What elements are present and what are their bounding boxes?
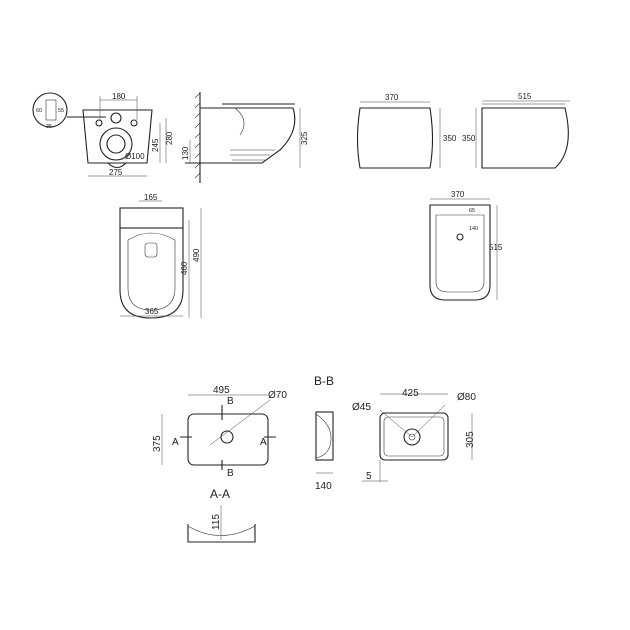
- mark-a-right: A: [260, 437, 267, 448]
- dim-365: 365: [145, 307, 159, 316]
- dim-d70: Ø70: [268, 390, 287, 401]
- dim-515: 515: [518, 92, 532, 101]
- dim-165: 165: [144, 193, 158, 202]
- inlet-circle: [110, 112, 122, 124]
- dim-370: 370: [451, 190, 465, 199]
- section-aa-title: A-A: [210, 487, 230, 501]
- dim-245: 245: [151, 138, 160, 152]
- mark-a-left: A: [172, 437, 179, 448]
- dim-305: 305: [465, 431, 476, 448]
- dim-115: 115: [211, 514, 222, 530]
- dim-5: 5: [366, 471, 372, 482]
- basin-plan-2: 425 305 Ø45 Ø80 5: [352, 388, 476, 482]
- dim-490: 490: [192, 248, 201, 262]
- dim-425: 425: [402, 388, 419, 399]
- dim-180: 180: [112, 92, 126, 101]
- bidet-top-view: 370 65 140 515: [429, 190, 503, 301]
- dim-65: 65: [469, 208, 475, 214]
- dim-35: 35: [46, 124, 52, 130]
- drain-circle: [220, 430, 234, 444]
- dim-515: 515: [489, 243, 503, 252]
- dim-130: 130: [181, 146, 190, 160]
- dim-350-side: 350: [462, 134, 476, 143]
- dim-325: 325: [300, 131, 309, 145]
- seat-outline: [119, 227, 184, 319]
- dim-495: 495: [213, 385, 230, 396]
- seat-hinge: [144, 242, 158, 258]
- toilet-top-view: 165 460 490 365: [119, 193, 202, 319]
- dim-350: 350: [443, 134, 457, 143]
- dim-60: 60: [36, 108, 42, 114]
- basin-plan: 495 375 Ø70 A A B B: [152, 385, 287, 479]
- dim-370: 370: [385, 93, 399, 102]
- dim-55: 55: [58, 108, 64, 114]
- dim-275: 275: [109, 168, 123, 177]
- mark-b-top: B: [227, 396, 234, 407]
- dim-460: 460: [180, 261, 189, 275]
- detail-profile: [45, 99, 57, 121]
- detail-circle: [32, 92, 68, 128]
- dim-140: 140: [469, 226, 478, 232]
- dim-d100: Ø100: [125, 152, 145, 161]
- section-bb-title: B-B: [314, 374, 334, 388]
- toilet-profile: [185, 103, 296, 164]
- dim-d45: Ø45: [352, 402, 371, 413]
- toilet-side-view: 325 130: [181, 92, 309, 183]
- tank-views: 370 350 515 350: [356, 92, 570, 169]
- mark-b-bottom: B: [227, 468, 234, 479]
- bowl-bottom: [107, 162, 127, 169]
- dim-d80: Ø80: [457, 392, 476, 403]
- dim-140: 140: [315, 481, 332, 492]
- outlet-circle: [106, 134, 126, 154]
- dim-375: 375: [152, 435, 163, 452]
- toilet-front-view: 60 55 35 180 245 280 275 Ø100: [32, 92, 174, 177]
- section-bb: B-B 140: [314, 374, 334, 492]
- toilet-body: [82, 109, 153, 164]
- dim-280: 280: [165, 131, 174, 145]
- section-aa: A-A 115: [187, 487, 256, 543]
